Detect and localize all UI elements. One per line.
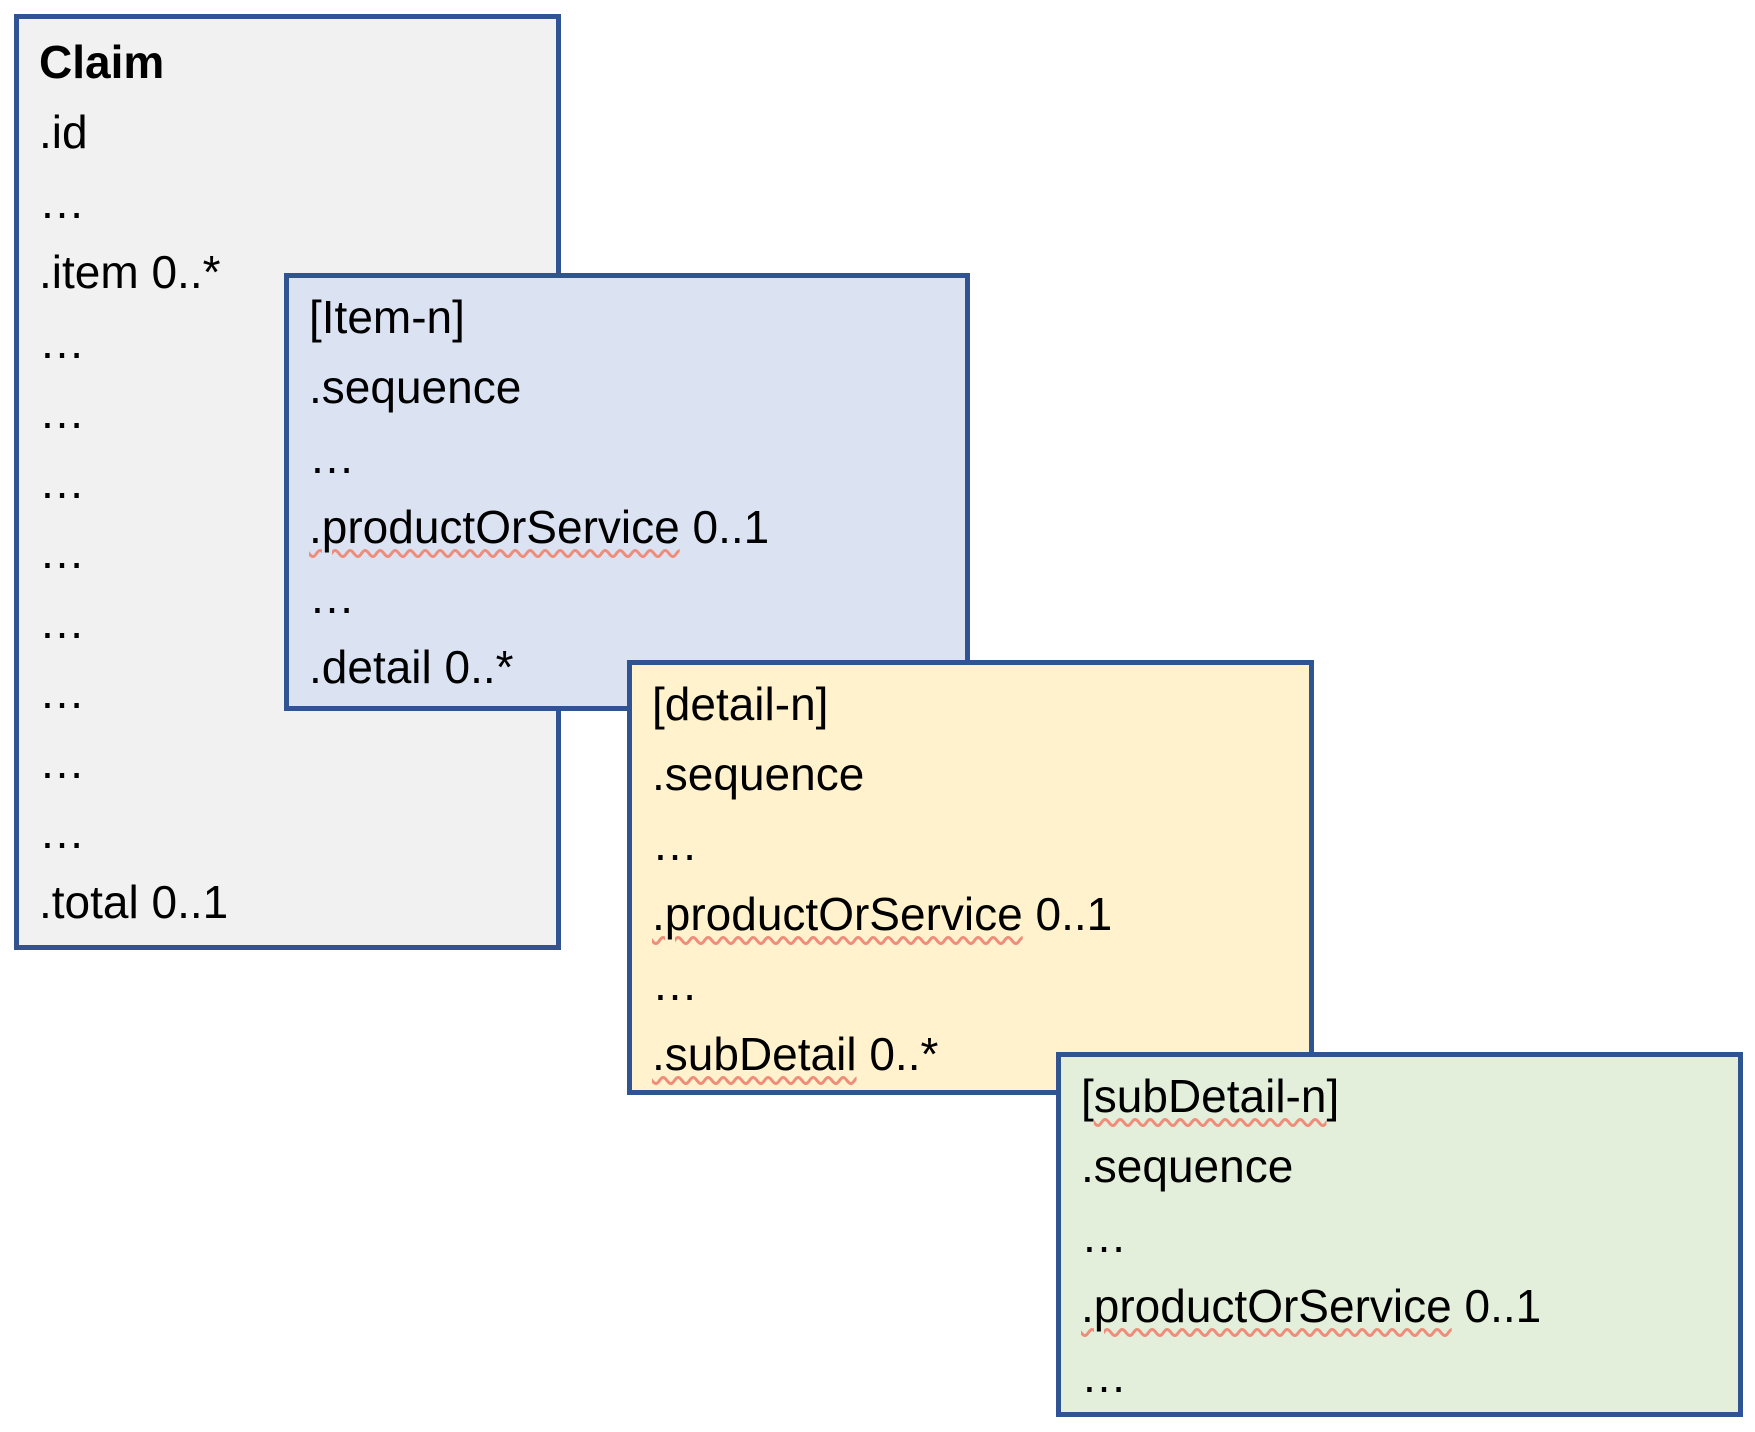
misspelled-word: .productOrService: [652, 888, 1023, 940]
ellipsis-line: …: [39, 316, 85, 368]
ellipsis-line: …: [309, 431, 355, 483]
ellipsis-line: …: [39, 456, 85, 508]
detail-box-title: [detail-n]: [652, 678, 829, 730]
cardinality-text: 0..1: [1451, 1280, 1542, 1332]
bracket-open: [: [1081, 1070, 1094, 1122]
ellipsis-line: …: [39, 666, 85, 718]
field-line-item: .item 0..*: [39, 246, 221, 298]
ellipsis-line: …: [39, 736, 85, 788]
ellipsis-line: …: [39, 386, 85, 438]
field-line-productorservice: .productOrService 0..1: [309, 492, 965, 562]
misspelled-word: .productOrService: [309, 501, 680, 553]
bracket-close: ]: [1326, 1070, 1340, 1122]
item-box-title: [Item-n]: [309, 291, 465, 343]
cardinality-text: 0..1: [1022, 888, 1113, 940]
ellipsis-line: …: [39, 806, 85, 858]
ellipsis-line: …: [39, 526, 85, 578]
cardinality-text: 0..1: [679, 501, 770, 553]
field-line-subdetail: .subDetail 0..*: [652, 1019, 1309, 1089]
ellipsis-line: …: [309, 571, 355, 623]
ellipsis-line: …: [652, 818, 698, 870]
misspelled-word: .subDetail: [652, 1028, 857, 1080]
field-line-sequence: .sequence: [1081, 1140, 1294, 1192]
ellipsis-line: …: [1081, 1210, 1127, 1262]
field-line-productorservice: .productOrService 0..1: [1081, 1271, 1738, 1341]
subdetail-box: [subDetail-n] .sequence … .productOrServ…: [1056, 1052, 1743, 1417]
field-line-productorservice: .productOrService 0..1: [652, 879, 1309, 949]
ellipsis-line: …: [652, 958, 698, 1010]
item-box: [Item-n] .sequence … .productOrService 0…: [284, 273, 970, 711]
field-line-sequence: .sequence: [309, 361, 522, 413]
ellipsis-line: …: [39, 176, 85, 228]
field-line-total: .total 0..1: [39, 876, 229, 928]
detail-box: [detail-n] .sequence … .productOrService…: [627, 660, 1314, 1095]
misspelled-word: subDetail-n: [1093, 1070, 1327, 1122]
field-line-sequence: .sequence: [652, 748, 865, 800]
ellipsis-line: …: [39, 596, 85, 648]
cardinality-text: 0..*: [856, 1028, 939, 1080]
ellipsis-line: …: [1081, 1350, 1127, 1402]
misspelled-word: .productOrService: [1081, 1280, 1452, 1332]
field-line-detail: .detail 0..*: [309, 641, 514, 693]
claim-box-title: Claim: [39, 36, 165, 88]
field-line-id: .id: [39, 106, 88, 158]
subdetail-box-title: [subDetail-n]: [1081, 1061, 1738, 1131]
